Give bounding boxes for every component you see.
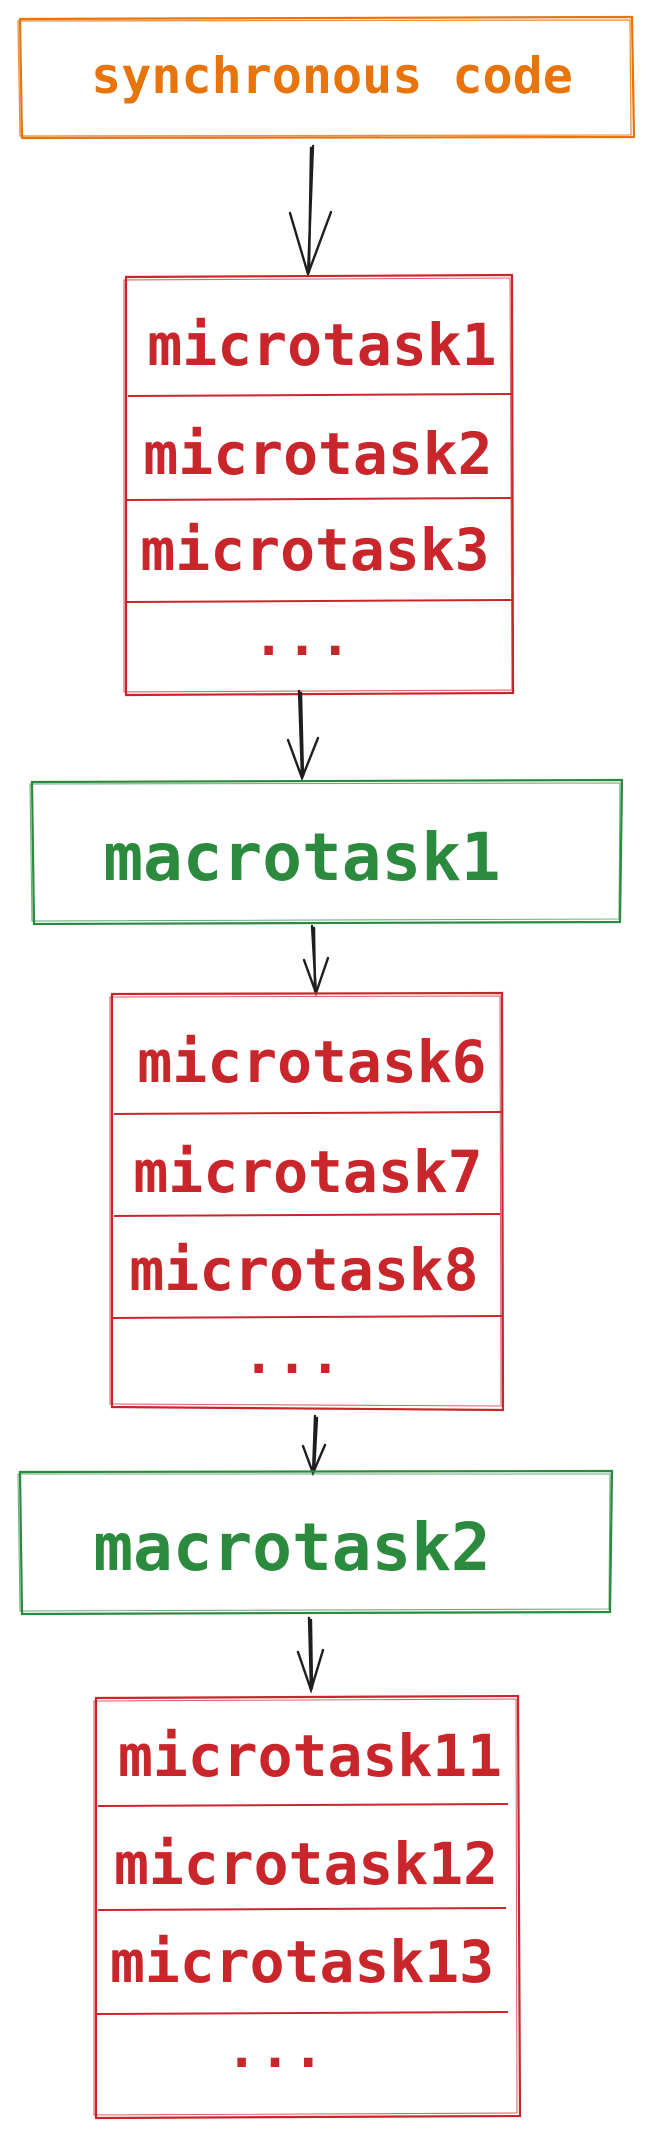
queue-1-item-1: microtask1 bbox=[147, 311, 496, 379]
queue-1-divider-3 bbox=[125, 599, 513, 603]
microtask-queue-2: microtask6 microtask7 microtask8 ... bbox=[109, 991, 505, 1412]
microtask-queue-3-box bbox=[94, 1694, 522, 2120]
macrotask-2-box bbox=[18, 1469, 614, 1616]
queue-2-divider-3 bbox=[111, 1315, 503, 1319]
microtask-queue-3: microtask11 microtask12 microtask13 ... bbox=[93, 1694, 522, 2120]
sync-code-label: synchronous code bbox=[91, 47, 573, 105]
macrotask-1-label: macrotask1 bbox=[103, 819, 500, 896]
queue-1-divider-1 bbox=[127, 393, 513, 397]
microtask-queue-1: microtask1 microtask2 microtask3 ... bbox=[123, 273, 515, 697]
microtask-queue-1-box bbox=[124, 273, 515, 697]
macrotask-1-node: macrotask1 bbox=[29, 778, 624, 926]
queue-1-ellipsis: ... bbox=[253, 608, 353, 668]
queue-2-item-1: microtask6 bbox=[137, 1028, 486, 1096]
queue-2-ellipsis: ... bbox=[243, 1326, 343, 1386]
queue-3-divider-2 bbox=[97, 1907, 507, 1911]
queue-3-item-2: microtask12 bbox=[114, 1830, 498, 1898]
queue-3-ellipsis: ... bbox=[226, 2020, 326, 2080]
queue-3-divider-3 bbox=[95, 2011, 509, 2015]
queue-2-item-2: microtask7 bbox=[133, 1138, 482, 1206]
queue-1-item-2: microtask2 bbox=[143, 420, 492, 488]
queue-2-divider-1 bbox=[113, 1111, 503, 1115]
sync-code-box bbox=[18, 15, 636, 140]
queue-2-divider-2 bbox=[113, 1213, 501, 1217]
arrow-micro1-to-macro1 bbox=[286, 689, 320, 782]
arrow-macro2-to-micro3 bbox=[296, 1616, 325, 1694]
queue-3-divider-1 bbox=[97, 1803, 509, 1807]
queue-3-item-3: microtask13 bbox=[110, 1928, 494, 1996]
arrow-sync-to-micro1 bbox=[288, 144, 333, 278]
microtask-queue-2-box bbox=[110, 991, 505, 1412]
arrow-micro2-to-macro2 bbox=[301, 1414, 327, 1477]
queue-2-item-3: microtask8 bbox=[129, 1236, 478, 1304]
macrotask-1-box bbox=[30, 778, 624, 926]
macrotask-2-node: macrotask2 bbox=[17, 1469, 614, 1616]
queue-1-divider-2 bbox=[125, 497, 512, 501]
queue-3-item-1: microtask11 bbox=[118, 1722, 502, 1790]
sync-code-node: synchronous code bbox=[17, 15, 636, 140]
macrotask-2-label: macrotask2 bbox=[93, 1509, 490, 1586]
sync-code-box-sketch bbox=[17, 19, 632, 137]
arrow-macro1-to-micro2 bbox=[302, 924, 330, 997]
queue-1-item-3: microtask3 bbox=[140, 516, 489, 584]
